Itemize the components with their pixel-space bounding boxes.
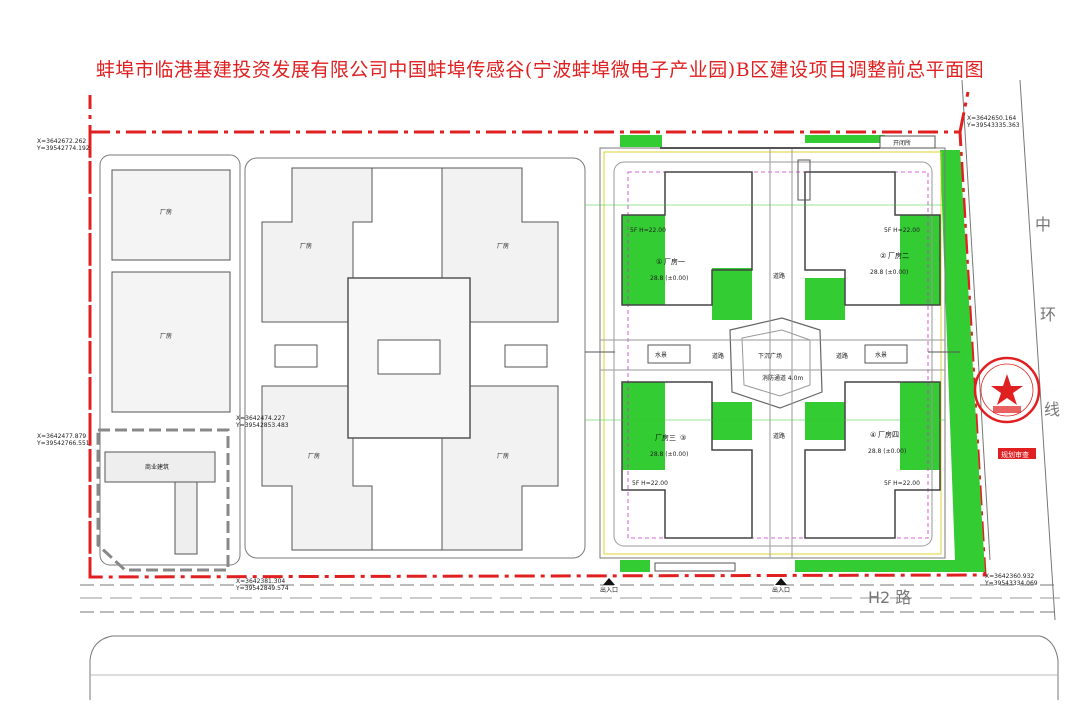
building-2-area: 28.8 (±0.00) <box>870 269 908 276</box>
building-4-num: ④ <box>870 431 876 439</box>
right-site-labels: ① 厂房一 28.8 (±0.00) ② 厂房二 28.8 (±0.00) 厂房… <box>630 139 920 487</box>
left-site-labels: 厂房 厂房 厂房 厂房 厂房 厂房 商业建筑 <box>145 208 509 471</box>
road-label-north: 道路 <box>773 272 785 280</box>
factory-label-5: 厂房 <box>308 452 320 460</box>
building-3-name: 厂房三 <box>655 433 676 442</box>
surrounding-roads <box>80 79 1060 700</box>
building-2-storeys: 5F H=22.00 <box>884 227 920 234</box>
switch-room-label: 开闭所 <box>893 139 911 147</box>
road-names: 中 环 线 H2 路 <box>868 215 1060 607</box>
east-road-char-2: 环 <box>1040 305 1056 324</box>
building-1-num: ① <box>656 258 662 266</box>
site-boundary <box>88 91 987 579</box>
coord-mid-y: Y=39542853.483 <box>235 422 289 429</box>
water-feature-west: 水景 <box>655 351 667 359</box>
entrance-east: 出入口 <box>772 586 790 594</box>
plaza-note: 消防通道 4.0m <box>762 374 803 382</box>
commercial-label: 商业建筑 <box>145 463 169 471</box>
factory-label-3: 厂房 <box>300 242 312 250</box>
building-2-name: 厂房二 <box>888 251 909 260</box>
building-4-storeys: 5F H=22.00 <box>884 480 920 487</box>
left-site <box>96 154 586 572</box>
factory-label-1: 厂房 <box>160 208 172 216</box>
right-site <box>585 135 960 572</box>
entrance-west: 出入口 <box>600 586 618 594</box>
plan-title: 蚌埠市临港基建投资发展有限公司中国蚌埠传感谷(宁波蚌埠微电子产业园)B区建设项目… <box>95 59 985 81</box>
green-space <box>620 135 985 572</box>
road-label-east: 道路 <box>836 352 848 360</box>
review-stamp: 规划审查 <box>998 448 1036 459</box>
sunken-plaza-label: 下沉广场 <box>758 352 782 360</box>
factory-label-4: 厂房 <box>497 242 509 250</box>
building-3-storeys: 5F H=22.00 <box>632 480 668 487</box>
coord-mid-x: X=3642474.227 <box>236 415 285 422</box>
factory-label-6: 厂房 <box>497 452 509 460</box>
review-stamp-label: 规划审查 <box>1001 450 1029 459</box>
coord-ml-y: Y=39542766.551 <box>36 440 90 447</box>
coord-tr-x: X=3642650.164 <box>967 115 1016 122</box>
building-1-storeys: 5F H=22.00 <box>630 227 666 234</box>
coord-tl-x: X=3642672.262 <box>37 138 86 145</box>
building-1-name: 厂房一 <box>664 257 685 266</box>
factory-label-2: 厂房 <box>160 332 172 340</box>
building-1-area: 28.8 (±0.00) <box>650 275 688 282</box>
east-road-char-3: 线 <box>1044 400 1060 419</box>
coord-tr-y: Y=39543335.363 <box>966 122 1020 129</box>
coord-br-y: Y=39543334.069 <box>984 580 1038 587</box>
building-2-num: ② <box>880 252 886 260</box>
building-4-area: 28.8 (±0.00) <box>868 448 906 455</box>
coordinate-labels: X=3642672.262 Y=39542774.192 X=3642650.1… <box>36 115 1038 592</box>
coord-tl-y: Y=39542774.192 <box>36 145 90 152</box>
coord-bl-y: Y=39542849.574 <box>235 585 289 592</box>
coord-ml-x: X=3642477.879 <box>37 433 86 440</box>
building-4-name: 厂房四 <box>878 430 899 439</box>
road-label-west: 道路 <box>712 352 724 360</box>
building-3-num: ③ <box>680 434 686 442</box>
entrances: 出入口 出入口 <box>600 578 790 594</box>
water-feature-east: 水景 <box>875 351 887 359</box>
official-seal <box>973 356 1041 424</box>
south-road-name: H2 路 <box>868 588 911 607</box>
building-3-area: 28.8 (±0.00) <box>650 451 688 458</box>
east-road-char-1: 中 <box>1035 215 1051 234</box>
coord-bl-x: X=3642381.304 <box>236 578 285 585</box>
road-label-south: 道路 <box>773 432 785 440</box>
coord-br-x: X=3642360.932 <box>985 573 1034 580</box>
